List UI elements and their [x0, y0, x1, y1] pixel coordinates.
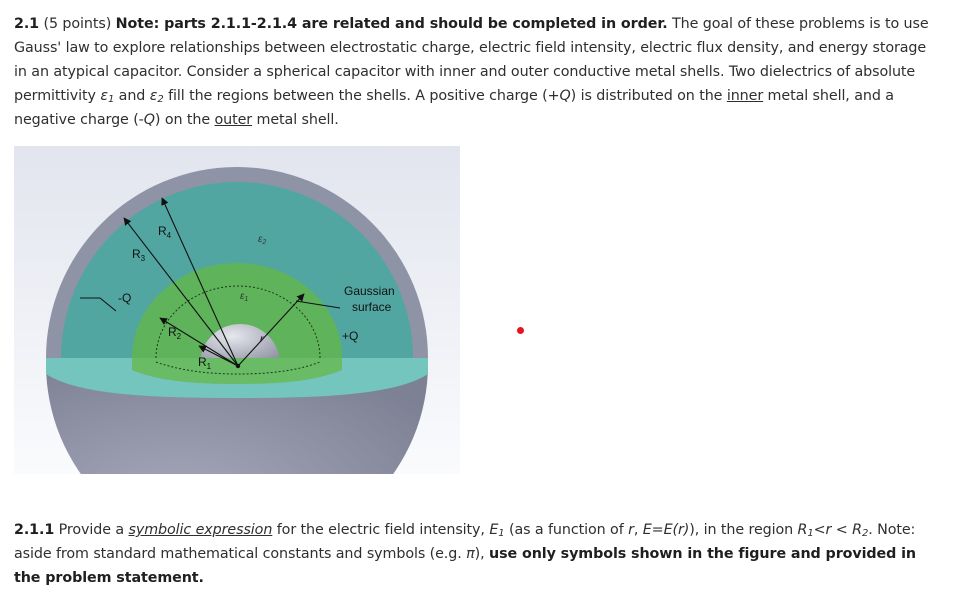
symbolic-expression-underlined: symbolic expression: [128, 522, 273, 538]
label-R4: R4: [158, 224, 172, 240]
q-symbol: Q: [559, 88, 571, 104]
problem-statement: 2.1 (5 points) Note: parts 2.1.1-2.1.4 a…: [14, 12, 942, 132]
arrow-R4: [161, 197, 239, 367]
gaussian-surface-plane: [155, 361, 321, 375]
problem-intro-f: metal shell.: [252, 112, 339, 128]
r1-symbol: R1: [797, 522, 814, 539]
subpart-text-d: ,: [633, 522, 643, 538]
label-negQ: -Q: [118, 291, 131, 305]
label-gaussian-1: Gaussian: [344, 284, 395, 298]
gaussian-surface-curve: [155, 285, 321, 359]
label-R3: R3: [132, 247, 146, 263]
conjunction-text: and: [114, 88, 150, 104]
pi-symbol: π: [466, 546, 475, 562]
problem-note: Note: parts 2.1.1-2.1.4 are related and …: [115, 16, 668, 32]
label-R2: R2: [168, 325, 182, 341]
subpart-text-f: . Note: aside from standard mathematical…: [14, 522, 916, 562]
dielectric-1-region: [132, 263, 342, 358]
e-equals-e-of-r: E=E(r): [642, 522, 690, 538]
subpart-bold-instruction: use only symbols shown in the figure and…: [14, 546, 917, 586]
label-R1: R1: [198, 355, 212, 371]
problem-number: 2.1: [14, 16, 40, 32]
less-than-1: <: [813, 522, 826, 538]
r-symbol: r: [628, 522, 634, 538]
r2-symbol: R2: [852, 522, 869, 539]
cut-plane-dielectric-1: [132, 358, 342, 384]
problem-intro-d: metal shell, and a negative charge (-: [14, 88, 894, 128]
center-point: [235, 363, 241, 369]
red-dot-marker: [517, 327, 524, 334]
label-gaussian-2: surface: [352, 300, 392, 314]
label-r: r: [260, 334, 264, 345]
epsilon-2-symbol: ε2: [149, 88, 164, 105]
problem-intro-b: fill the regions between the shells. A p…: [163, 88, 560, 104]
label-eps2: ε2: [258, 234, 266, 246]
subpart-text-g: ),: [474, 546, 490, 562]
problem-intro-c: ) is distributed on the: [570, 88, 727, 104]
subpart-statement: 2.1.1 Provide a symbolic expression for …: [14, 518, 942, 590]
spherical-capacitor-figure: R4 R3 R2 R1 r ε2 ε1 -Q +Q Gaussian surfa…: [14, 146, 460, 474]
arrow-R2: [159, 317, 239, 367]
inner-underlined: inner: [726, 88, 764, 104]
r-symbol-2: r: [825, 522, 832, 538]
problem-points: (5 points): [43, 16, 112, 32]
arrow-R1: [198, 345, 239, 367]
subpart-text-a: Provide a: [54, 522, 129, 538]
problem-intro: The goal of these problems is to use Gau…: [14, 16, 929, 104]
less-than-2: <: [831, 522, 853, 538]
leader-gaussian: [295, 300, 341, 309]
arrow-r: [237, 293, 305, 367]
epsilon-1-symbol: ε1: [100, 88, 115, 105]
subpart-text-e: ), in the region: [689, 522, 798, 538]
problem-intro-e: ) on the: [154, 112, 215, 128]
inner-sphere: [200, 324, 280, 364]
subpart-text-b: for the electric field intensity,: [272, 522, 490, 538]
label-eps1: ε1: [240, 291, 248, 303]
outer-underlined: outer: [214, 112, 253, 128]
q-symbol-2: Q: [143, 112, 155, 128]
arrow-R3: [123, 217, 239, 367]
leader-negQ: [80, 297, 117, 312]
subpart-text-c: (as a function of: [504, 522, 629, 538]
subpart-number: 2.1.1: [14, 522, 55, 538]
label-posQ: +Q: [342, 329, 358, 343]
e1-symbol: E1: [489, 522, 505, 539]
